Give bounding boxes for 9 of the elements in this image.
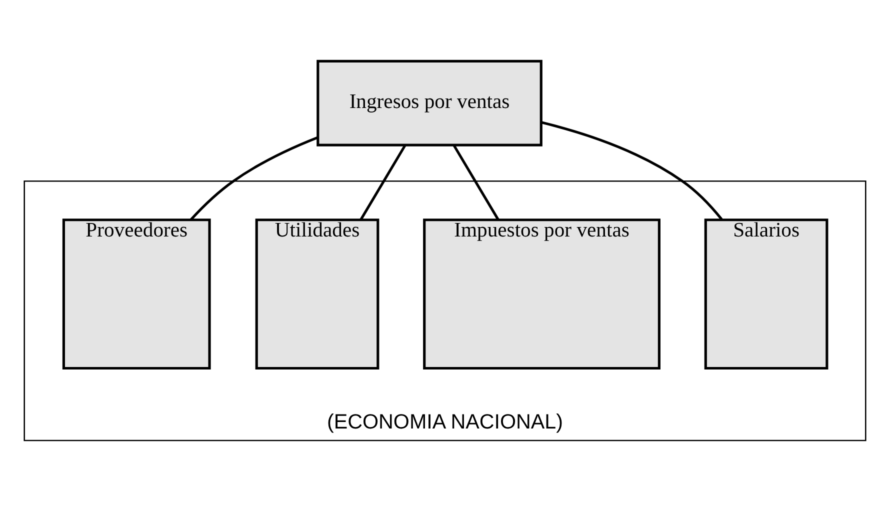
connector	[360, 144, 406, 220]
node-box: Proveedores	[62, 218, 211, 370]
connector	[190, 136, 318, 220]
node-box: Ingresos por ventas	[316, 59, 542, 146]
node-box: Utilidades	[255, 218, 380, 370]
connector	[452, 144, 500, 220]
node-box: Salarios	[704, 218, 828, 370]
connector	[541, 120, 723, 220]
node-box: Impuestos por ventas	[423, 218, 660, 370]
